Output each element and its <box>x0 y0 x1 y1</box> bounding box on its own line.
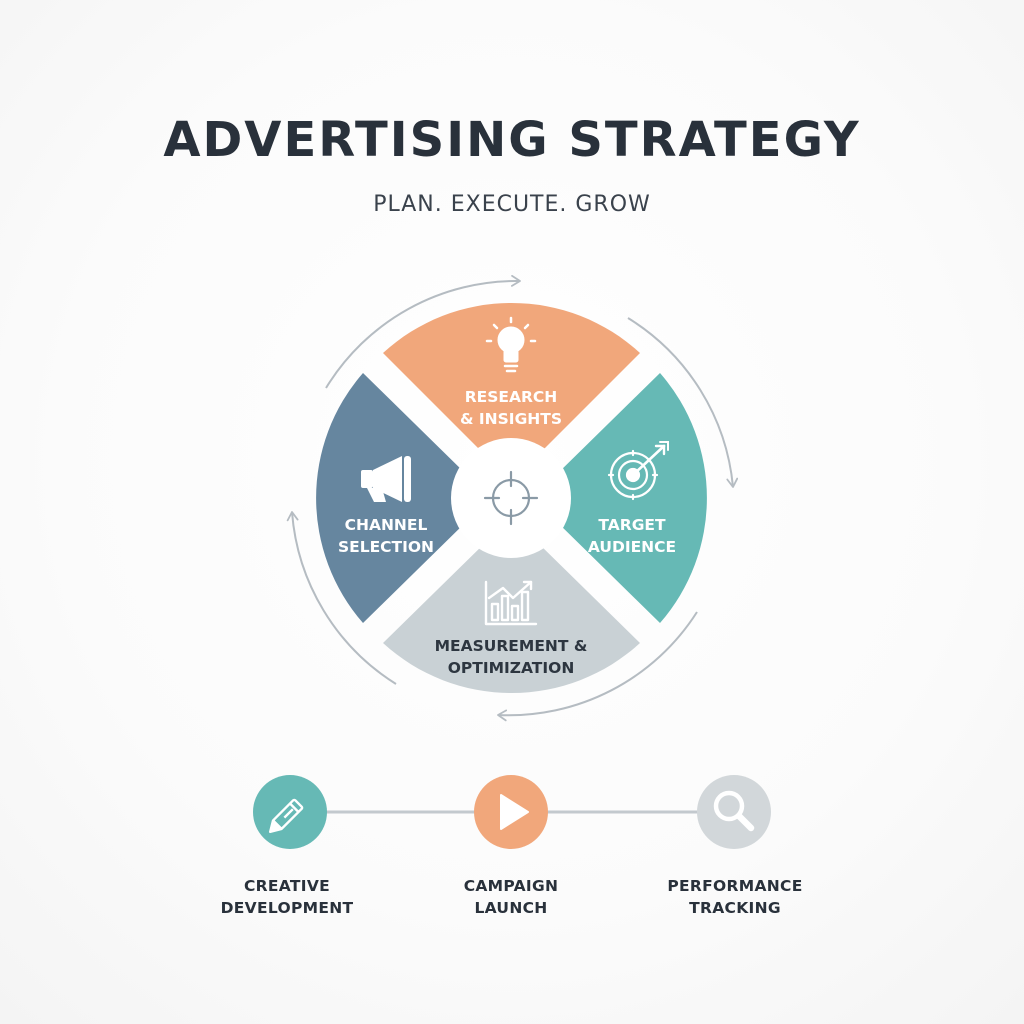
step-creative-label-2: DEVELOPMENT <box>220 899 354 917</box>
segment-research-label-1: RESEARCH <box>465 388 558 406</box>
step-creative-label-1: CREATIVE <box>243 877 330 895</box>
target-arrow-icon <box>607 441 669 501</box>
step-launch-label: CAMPAIGN LAUNCH <box>411 875 611 919</box>
cycle-arrows <box>286 274 739 722</box>
step-tracking-circle[interactable] <box>697 775 771 849</box>
segment-channel-selection[interactable] <box>316 373 468 623</box>
bar-chart-icon <box>484 580 538 626</box>
cycle-arrow-right <box>627 317 739 488</box>
segment-channel-label-1: CHANNEL <box>345 516 428 534</box>
step-launch-label-2: LAUNCH <box>474 899 548 917</box>
cycle-arrow-left <box>286 511 397 685</box>
cycle-arrow-bottom <box>497 611 698 722</box>
segment-target-label-1: TARGET <box>598 516 666 534</box>
segment-measurement-label-2: OPTIMIZATION <box>448 659 575 677</box>
page-title: ADVERTISING STRATEGY <box>163 112 861 168</box>
magnifier-icon <box>713 790 755 832</box>
step-tracking-label-1: PERFORMANCE <box>667 877 803 895</box>
crosshair-icon <box>483 470 539 526</box>
segment-channel-label-2: SELECTION <box>338 538 434 556</box>
segment-target-label-2: AUDIENCE <box>588 538 676 556</box>
step-tracking-label: PERFORMANCE TRACKING <box>635 875 835 919</box>
megaphone-icon <box>361 456 411 502</box>
timeline <box>253 775 771 849</box>
cycle-arrow-top <box>325 274 521 389</box>
center-hub <box>451 438 571 558</box>
segment-research[interactable] <box>383 302 640 458</box>
segment-research-label-2: & INSIGHTS <box>460 410 562 428</box>
page-subtitle: PLAN. EXECUTE. GROW <box>373 192 651 217</box>
pencil-icon <box>269 798 304 833</box>
step-launch-label-1: CAMPAIGN <box>463 877 559 895</box>
step-tracking-label-2: TRACKING <box>689 899 781 917</box>
play-icon <box>500 794 529 830</box>
segment-measurement-label-1: MEASUREMENT & <box>435 637 588 655</box>
step-creative-label: CREATIVE DEVELOPMENT <box>187 875 387 919</box>
lightbulb-icon <box>485 316 537 373</box>
